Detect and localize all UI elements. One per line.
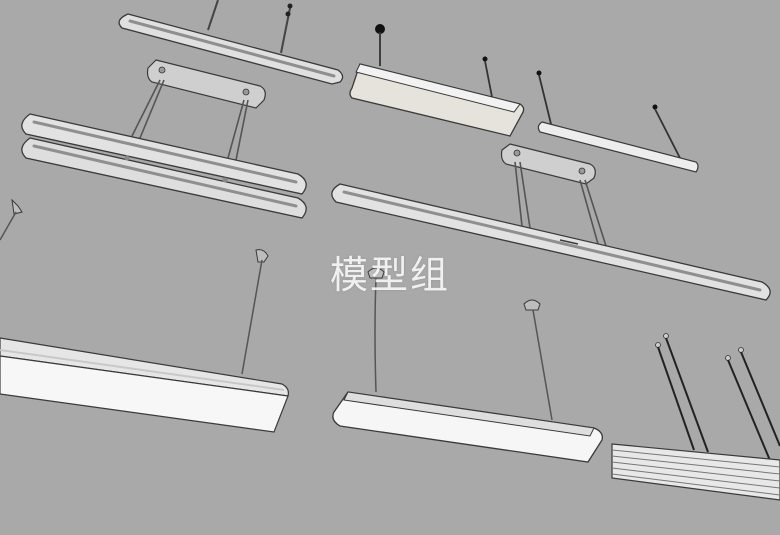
box-diffuser <box>0 355 289 433</box>
panel-top-edge <box>355 63 521 113</box>
rail-slot <box>342 190 762 292</box>
suspension-wire <box>207 0 219 31</box>
box-diffuser <box>332 391 603 463</box>
suspension-wire <box>740 351 780 447</box>
thin-bar-pendant-top-right <box>536 70 699 173</box>
large-box-pendant-bottom-left <box>0 198 289 433</box>
suspension-wire <box>131 79 161 137</box>
bar-body <box>537 121 699 173</box>
suspension-wire <box>538 74 552 125</box>
rail-joint <box>559 239 579 245</box>
wire-clip <box>287 3 293 9</box>
suspension-wire <box>654 108 681 159</box>
wire-clip <box>482 56 488 62</box>
ceiling-mount <box>255 249 269 263</box>
suspension-wire <box>532 309 553 421</box>
suspension-wire <box>374 277 377 393</box>
suspension-wire <box>665 337 709 453</box>
suspension-wire <box>519 161 531 229</box>
louver-fins <box>611 449 780 496</box>
wire-clip <box>655 342 661 348</box>
connector <box>124 155 130 161</box>
wire-clip <box>652 104 658 110</box>
wire-clip <box>285 11 291 17</box>
box-top-edge <box>343 391 595 437</box>
wire-clip <box>738 347 744 353</box>
suspension-wire <box>139 79 165 139</box>
ceiling-mount <box>375 24 385 34</box>
suspension-wire <box>514 161 523 227</box>
connector <box>222 177 228 183</box>
canopy-screw <box>158 66 166 74</box>
suspension-wire <box>584 179 607 247</box>
upper-rail-slot <box>32 120 298 184</box>
double-rail-pendant-with-canopy <box>21 59 307 219</box>
suspension-wire <box>657 346 695 451</box>
wire-clip <box>663 333 669 339</box>
suspension-wire <box>227 99 245 159</box>
suspension-wire <box>235 99 249 161</box>
ceiling-mount <box>523 299 541 311</box>
suspension-wire <box>484 60 493 98</box>
rounded-box-pendant-bottom-center <box>332 267 603 463</box>
suspension-wire <box>241 259 263 375</box>
suspension-wire <box>727 359 775 471</box>
suspension-wire <box>579 179 599 245</box>
canopy-screw <box>242 88 250 96</box>
rail-slot <box>128 19 336 78</box>
panel-body <box>349 63 525 137</box>
canopy-screw <box>513 149 521 157</box>
louvered-pendant-bottom-right <box>611 333 780 501</box>
slim-rail-pendant-top-left <box>118 0 344 85</box>
watermark-text: 模型组 <box>330 253 451 297</box>
suspension-wire <box>0 211 17 241</box>
canopy-screw <box>578 167 586 175</box>
ceiling-mount <box>367 267 385 279</box>
ceiling-mount <box>11 198 23 215</box>
wire-clip <box>536 70 542 76</box>
rounded-panel-pendant-top-center <box>349 24 525 137</box>
ceiling-canopy <box>146 59 266 109</box>
box-rim <box>0 349 285 391</box>
lower-rail-slot <box>32 144 298 208</box>
long-double-rail-pendant-with-canopy <box>331 143 771 301</box>
wire-clip <box>725 355 731 361</box>
